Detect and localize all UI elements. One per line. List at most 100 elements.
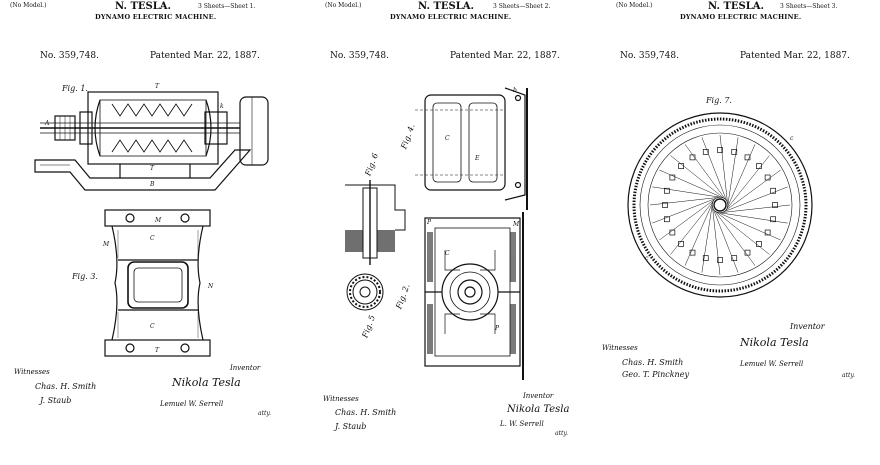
svg-text:T: T — [155, 347, 160, 354]
wheel-spoke — [718, 204, 791, 214]
patent-title: DYNAMO ELECTRIC MACHINE. — [390, 13, 512, 21]
patent-date: Patented Mar. 22, 1887. — [150, 51, 260, 61]
svg-text:A: A — [44, 120, 50, 127]
wheel-spoke — [719, 134, 729, 207]
no-model-label: (No Model.) — [616, 2, 653, 9]
coil-block — [717, 147, 723, 153]
patent-title: DYNAMO ELECTRIC MACHINE. — [95, 13, 217, 21]
wheel-spoke — [670, 155, 727, 201]
sheet-number: 3 Sheets—Sheet 3. — [780, 3, 838, 10]
svg-text:P: P — [426, 219, 432, 226]
coil-block — [764, 174, 771, 181]
patent-number: No. 359,748. — [620, 51, 679, 61]
wheel-spoke — [711, 203, 721, 276]
fig-4-drawing: b C E P M C P — [345, 87, 528, 380]
coil-block — [702, 149, 709, 155]
wheel-spoke — [727, 137, 739, 209]
patent-title: DYNAMO ELECTRIC MACHINE. — [680, 13, 802, 21]
figure-1-label: Fig. 1. — [62, 84, 88, 93]
svg-text:T: T — [150, 165, 155, 172]
coil-block — [702, 255, 709, 261]
attorney-signature: Lemuel W. Serrell — [740, 360, 804, 368]
coil-block — [731, 255, 738, 261]
coil-block — [756, 163, 762, 169]
coil-block — [744, 249, 751, 256]
svg-text:c: c — [645, 255, 649, 262]
attorney-signature: Lemuel W. Serrell — [160, 400, 224, 408]
wheel-spoke — [722, 169, 781, 213]
wheel-spoke — [712, 207, 756, 266]
witnesses-label: Witnesses — [14, 368, 50, 376]
wheel-spoke — [711, 205, 739, 273]
inventor-name: N. TESLA. — [418, 1, 475, 12]
witnesses-label: Witnesses — [323, 395, 359, 403]
witness-2-signature: J. Staub — [335, 422, 367, 431]
inventor-signature: Nikola Tesla — [507, 404, 570, 415]
wheel-spoke — [652, 196, 720, 224]
witness-1-signature: Chas. H. Smith — [35, 382, 97, 391]
witness-2-signature: J. Staub — [40, 396, 72, 405]
svg-text:k: k — [220, 103, 224, 110]
figure-7-label: Fig. 7. — [706, 96, 732, 105]
patent-sheet-2: (No Model.) N. TESLA. 3 Sheets—Sheet 2. … — [295, 0, 585, 465]
inventor-label: Inventor — [230, 364, 261, 372]
inventor-name: N. TESLA. — [708, 1, 765, 12]
inventor-signature: Nikola Tesla — [172, 376, 241, 389]
wheel-spoke — [714, 210, 781, 241]
witness-1-signature: Chas. H. Smith — [622, 358, 684, 367]
svg-text:T: T — [155, 83, 160, 90]
patent-number: No. 359,748. — [40, 51, 99, 61]
coil-block — [678, 241, 684, 247]
coil-block — [678, 163, 684, 169]
witness-2-signature: Geo. T. Pinckney — [622, 370, 689, 379]
fig-1-drawing: T T A k B — [34, 83, 269, 191]
svg-text:C: C — [445, 250, 450, 257]
svg-text:C: C — [150, 323, 155, 330]
wheel-spoke — [713, 209, 770, 255]
coil-block — [664, 187, 670, 194]
attorney-label: atty. — [842, 372, 855, 379]
svg-text:M: M — [102, 241, 110, 248]
wheel-spoke — [716, 212, 788, 224]
wheel-spoke — [684, 199, 715, 266]
coil-block — [731, 149, 738, 155]
wheel-spoke — [701, 137, 729, 205]
wheel-spoke — [659, 169, 726, 200]
coil-block — [770, 187, 776, 194]
wheel-spoke — [684, 144, 728, 203]
svg-text:E: E — [474, 155, 480, 162]
coil-block — [744, 154, 751, 161]
wheel-spoke — [649, 196, 722, 206]
coil-block — [770, 216, 776, 223]
fig-7-drawing: c c — [627, 112, 813, 298]
svg-text:b: b — [513, 87, 517, 94]
svg-text:c: c — [790, 135, 794, 142]
wheel-spoke — [659, 197, 718, 241]
svg-text:M: M — [512, 221, 520, 228]
wheel-spoke — [670, 198, 716, 255]
attorney-signature: L. W. Serrell — [500, 420, 544, 428]
coil-block — [772, 202, 778, 208]
witnesses-label: Witnesses — [602, 344, 638, 352]
coil-block — [756, 241, 762, 247]
coil-block — [669, 174, 676, 181]
svg-text:N: N — [207, 283, 214, 290]
coil-block — [717, 257, 723, 263]
svg-text:M: M — [154, 217, 162, 224]
wheel-spoke — [652, 186, 724, 198]
sheet-number: 3 Sheets—Sheet 2. — [493, 3, 551, 10]
attorney-label: atty. — [258, 410, 271, 417]
coil-block — [689, 249, 696, 256]
no-model-label: (No Model.) — [10, 2, 47, 9]
patent-date: Patented Mar. 22, 1887. — [740, 51, 850, 61]
wheel-spoke — [701, 201, 713, 273]
patent-number: No. 359,748. — [330, 51, 389, 61]
fig-3-drawing: C C M T M N — [102, 209, 214, 357]
svg-text:C: C — [445, 135, 450, 142]
coil-block — [664, 216, 670, 223]
svg-text:B: B — [149, 181, 155, 188]
wheel-spoke — [725, 144, 756, 211]
wheel-spoke — [720, 186, 788, 214]
coil-block — [669, 229, 676, 236]
coil-block — [689, 154, 696, 161]
